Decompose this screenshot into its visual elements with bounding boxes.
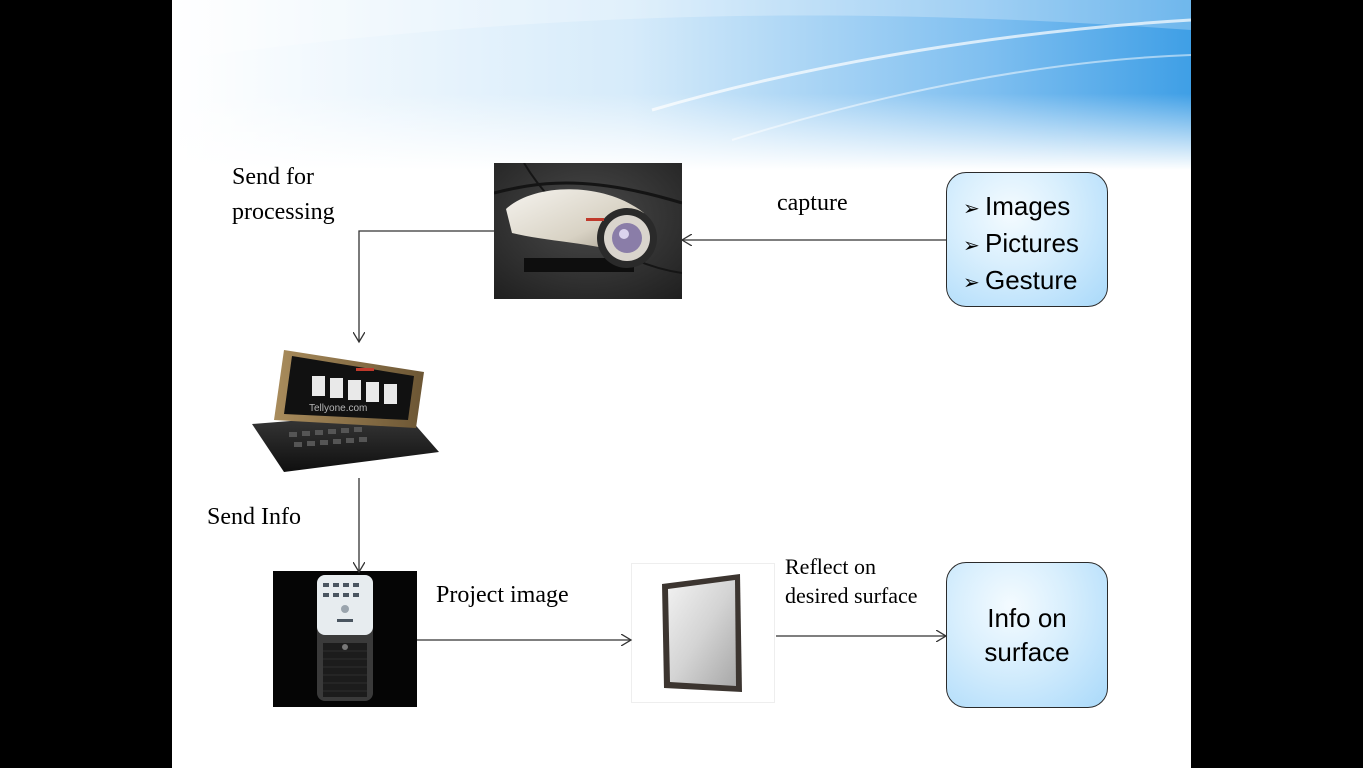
input-types-list: ➢Images ➢Pictures ➢Gesture (963, 189, 1107, 300)
label-capture: capture (777, 190, 848, 216)
info-on-surface-box: Info on surface (946, 562, 1108, 708)
input-types-box: ➢Images ➢Pictures ➢Gesture (946, 172, 1108, 307)
smartphone-photo: Tellyone.com (244, 332, 442, 478)
svg-text:Tellyone.com: Tellyone.com (309, 403, 367, 414)
output-line-1: Info on (987, 603, 1067, 633)
header-gradient (172, 0, 1191, 170)
arrow-bullet-icon: ➢ (963, 198, 980, 220)
label-project-image: Project image (436, 582, 569, 608)
input-type-item: ➢Pictures (963, 226, 1107, 263)
label-reflect-on: Reflect on (785, 554, 877, 579)
arrow-send-processing (359, 230, 494, 342)
label-desired-surface: desired surface (785, 583, 918, 608)
slide: Tellyone.com (172, 0, 1191, 768)
input-type-item: ➢Gesture (963, 263, 1107, 300)
input-type-item: ➢Images (963, 189, 1107, 226)
arrow-bullet-icon: ➢ (963, 272, 980, 294)
arrow-bullet-icon: ➢ (963, 235, 980, 257)
label-processing: processing (232, 199, 335, 225)
output-line-2: surface (984, 637, 1070, 667)
mirror-photo (631, 563, 775, 703)
label-send-for: Send for (232, 164, 314, 190)
projector-photo (273, 571, 417, 707)
label-send-info: Send Info (207, 504, 301, 530)
camera-photo (494, 163, 682, 299)
